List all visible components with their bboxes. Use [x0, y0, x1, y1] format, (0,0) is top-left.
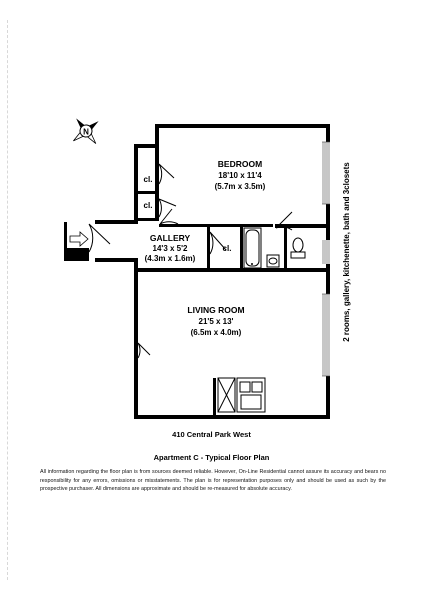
toilet	[290, 237, 306, 259]
gallery-name: GALLERY	[150, 233, 191, 243]
apartment-summary-vertical: 2 rooms, gallery, kitchenette, bath and …	[342, 162, 351, 342]
disclaimer-text: All information regarding the floor plan…	[40, 469, 386, 493]
building-address: 410 Central Park West	[172, 430, 251, 439]
windows	[322, 141, 330, 377]
compass-icon	[73, 118, 99, 144]
living-room-dim-ft: 21'5 x 13'	[199, 317, 234, 326]
doors	[88, 163, 293, 359]
living-room-dim-m: (6.5m x 4.0m)	[191, 328, 242, 337]
closet-label-3: cl.	[223, 244, 232, 253]
exterior-walls	[64, 124, 330, 419]
closet-label-2: cl.	[144, 201, 153, 210]
gallery-dim-ft: 14'3 x 5'2	[153, 244, 188, 253]
closet-label-1: cl.	[144, 175, 153, 184]
living-room-name: LIVING ROOM	[187, 305, 244, 315]
bedroom-dim-ft: 18'10 x 11'4	[218, 171, 262, 180]
bedroom-name: BEDROOM	[218, 159, 262, 169]
compass-letter: N	[83, 128, 89, 137]
page-edge-marks	[7, 20, 8, 580]
entry-arrow-icon	[69, 231, 89, 247]
gallery-dim-m: (4.3m x 1.6m)	[145, 254, 196, 263]
sink	[266, 254, 280, 268]
bedroom-dim-m: (5.7m x 3.5m)	[215, 182, 266, 191]
interior-walls	[135, 191, 326, 415]
bathtub	[243, 227, 262, 269]
plan-title: Apartment C - Typical Floor Plan	[153, 453, 270, 462]
kitchenette	[217, 377, 266, 413]
